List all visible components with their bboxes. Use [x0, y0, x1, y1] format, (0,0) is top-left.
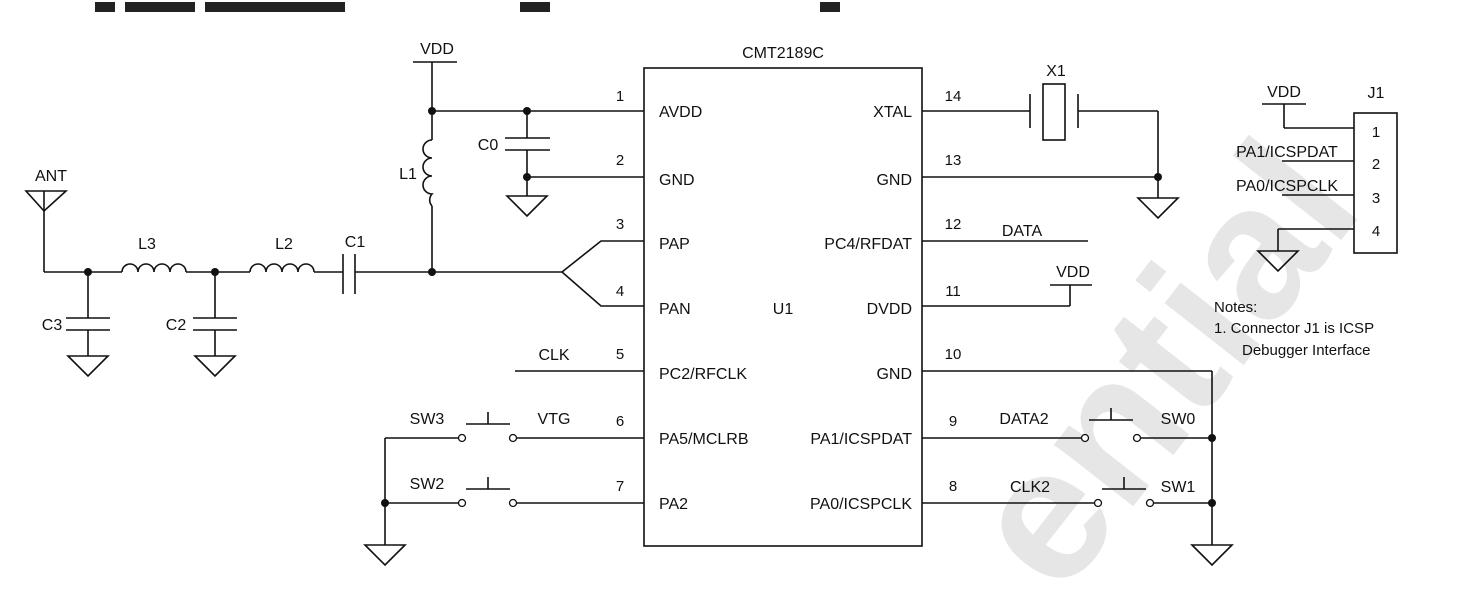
vtg-label: VTG [538, 411, 571, 428]
c0-label: C0 [478, 137, 499, 154]
ant-label: ANT [35, 168, 67, 185]
l1-label: L1 [399, 166, 417, 183]
j1-pin-2: 2 [1372, 156, 1380, 173]
pin-6-num: 6 [616, 413, 624, 430]
capacitor-c1: C1 [342, 234, 562, 294]
pa-fork [561, 240, 644, 307]
pin-9-name: PA1/ICSPDAT [810, 431, 912, 448]
dvdd-net: VDD [922, 264, 1092, 307]
j1-ref: J1 [1368, 85, 1385, 102]
sw3-label: SW3 [410, 411, 445, 428]
vdd-top-label: VDD [420, 41, 454, 58]
sw1-label: SW1 [1161, 479, 1196, 496]
j1-pin-3: 3 [1372, 190, 1380, 207]
capacitor-c0: C0 [478, 111, 644, 218]
pin-1-num: 1 [616, 88, 624, 105]
vdd-dvdd-label: VDD [1056, 264, 1090, 281]
ic-name: CMT2189C [742, 45, 824, 62]
j1-pin-1: 1 [1372, 124, 1380, 141]
x1-label: X1 [1046, 63, 1066, 80]
pin-13-num: 13 [945, 152, 962, 169]
switch-sw3: SW3 VTG [385, 411, 644, 443]
pin-7-name: PA2 [659, 496, 688, 513]
switch-sw0: DATA2 SW0 [922, 408, 1216, 443]
pin-10-num: 10 [945, 346, 962, 363]
pin-3-num: 3 [616, 216, 624, 233]
pin-8-num: 8 [949, 478, 957, 495]
pin-1-name: AVDD [659, 104, 702, 121]
notes-line-2: Debugger Interface [1242, 342, 1370, 359]
inductor-l2: L2 [249, 236, 343, 273]
pin-3-name: PAP [659, 236, 690, 253]
j1-net-pa0: PA0/ICSPCLK [1236, 178, 1338, 195]
antenna: ANT [24, 168, 122, 273]
heading-fragment [95, 2, 840, 12]
j1-pin-4: 4 [1372, 223, 1380, 240]
pin-12-name: PC4/RFDAT [824, 236, 912, 253]
pin-11-num: 11 [945, 283, 961, 300]
pin-4-num: 4 [616, 283, 624, 300]
clk-net: CLK [515, 347, 644, 372]
sw2-label: SW2 [410, 476, 445, 493]
data2-label: DATA2 [999, 411, 1048, 428]
l2-label: L2 [275, 236, 293, 253]
pin-7-num: 7 [616, 478, 624, 495]
inductor-l1: L1 [399, 139, 434, 275]
pin-14-name: XTAL [873, 104, 912, 121]
pin-13-name: GND [876, 172, 912, 189]
crystal-x1: X1 [922, 63, 1180, 220]
pin-9-num: 9 [949, 413, 957, 430]
ic-ref: U1 [773, 301, 794, 318]
clk2-label: CLK2 [1010, 479, 1050, 496]
pin-2-name: GND [659, 172, 695, 189]
gnd-rail-right [922, 370, 1234, 567]
capacitor-c2: C2 [166, 268, 237, 378]
j1-net-pa1: PA1/ICSPDAT [1236, 144, 1338, 161]
pin-6-name: PA5/MCLRB [659, 431, 749, 448]
j1-body [1353, 112, 1398, 254]
sw0-label: SW0 [1161, 411, 1196, 428]
pin-4-name: PAN [659, 301, 691, 318]
inductor-l3: L3 [121, 236, 250, 273]
pin-12-num: 12 [945, 216, 962, 233]
notes: Notes: 1. Connector J1 is ICSP Debugger … [1214, 299, 1374, 359]
switch-sw1: CLK2 SW1 [922, 477, 1216, 508]
connector-j1: J1 1 2 3 4 VDD PA1/ICSPDAT PA0/ICSPCLK [1236, 84, 1398, 273]
l3-label: L3 [138, 236, 156, 253]
pin-8-name: PA0/ICSPCLK [810, 496, 912, 513]
c2-label: C2 [166, 317, 187, 334]
data-label: DATA [1002, 223, 1043, 240]
switch-sw2: SW2 [363, 438, 644, 567]
c3-label: C3 [42, 317, 63, 334]
vdd-j1-label: VDD [1267, 84, 1301, 101]
ic-body [643, 67, 923, 547]
pin-11-name: DVDD [867, 301, 912, 318]
data-net: DATA [922, 223, 1088, 242]
c1-label: C1 [345, 234, 366, 251]
clk-label: CLK [538, 347, 569, 364]
notes-line-1: 1. Connector J1 is ICSP [1214, 320, 1374, 337]
pin-14-num: 14 [945, 88, 962, 105]
ic-u1: CMT2189C U1 AVDD GND PAP PAN PC2/RFCLK P… [616, 45, 962, 547]
pin-10-name: GND [876, 366, 912, 383]
pin-2-num: 2 [616, 152, 624, 169]
vdd-rail-top: VDD [413, 41, 644, 140]
pin-5-num: 5 [616, 346, 624, 363]
pin-5-name: PC2/RFCLK [659, 366, 747, 383]
notes-title: Notes: [1214, 299, 1257, 316]
capacitor-c3: C3 [42, 268, 110, 378]
